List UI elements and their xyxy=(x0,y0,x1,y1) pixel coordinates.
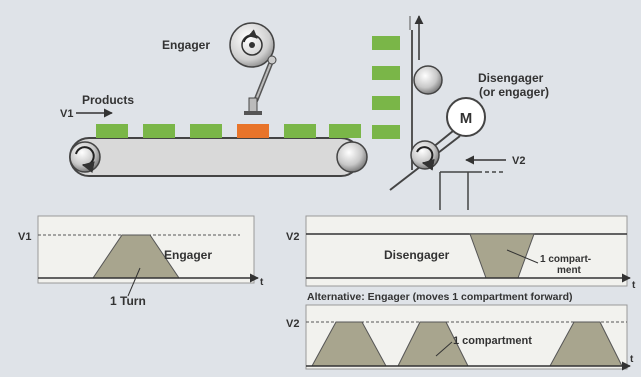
graph-engager-y-label: V1 xyxy=(18,231,31,243)
conveyor-section: V1 Products Engager xyxy=(60,22,368,177)
graph-disengager-y-label: V2 xyxy=(286,231,299,243)
graph-disengager: V2 t Disengager 1 compart- ment xyxy=(286,215,636,291)
engager-rotation-icon xyxy=(243,29,258,43)
graph-disengager-annotation-1: 1 compart- xyxy=(540,254,591,265)
product-box xyxy=(329,124,361,138)
graph-engager-annotation: 1 Turn xyxy=(110,294,146,308)
disengager-label-line1: Disengager xyxy=(478,71,544,85)
graph-alternative-pointer xyxy=(435,341,453,357)
graph-disengager-pointer xyxy=(506,249,539,264)
lower-roller xyxy=(410,140,440,170)
graph-alternative-y-label: V2 xyxy=(286,318,299,330)
graph-engager-x-label: t xyxy=(260,277,264,288)
graph-disengager-annotation-2: ment xyxy=(557,265,582,276)
graph-disengager-panel xyxy=(305,215,628,287)
belt-roller-right xyxy=(336,141,368,173)
motor-circle xyxy=(446,97,486,137)
engager-pusher-base xyxy=(244,111,262,115)
stacked-product xyxy=(372,66,400,80)
product-box xyxy=(96,124,128,138)
product-box xyxy=(143,124,175,138)
engager-joint xyxy=(267,55,277,65)
motor-label: M xyxy=(460,110,473,127)
graph-engager: V1 t Engager 1 Turn xyxy=(18,215,264,308)
upper-roller xyxy=(413,65,443,95)
disengager-label-line2: (or engager) xyxy=(479,85,549,99)
stacked-product xyxy=(372,125,400,139)
graph-engager-curve-label: Engager xyxy=(164,248,212,262)
stacked-product xyxy=(372,96,400,110)
product-box xyxy=(284,124,316,138)
engager-label: Engager xyxy=(162,38,210,52)
graph-engager-pointer xyxy=(127,267,141,297)
engager-pusher xyxy=(248,97,258,113)
product-box-engaged xyxy=(237,124,269,138)
graph-alternative-annotation: 1 compartment xyxy=(453,335,532,347)
graph-disengager-x-label: t xyxy=(632,280,636,291)
floor-step xyxy=(439,171,478,210)
conveyor-belt xyxy=(69,137,361,177)
roller-left-arrow-icon xyxy=(75,146,95,173)
graph-alternative-title: Alternative: Engager (moves 1 compartmen… xyxy=(307,291,572,303)
engager-disk-hub xyxy=(249,42,255,48)
products-label: Products xyxy=(82,93,134,107)
disengager-section: M Disengager (or engager) V2 xyxy=(372,15,549,210)
engager-arm-inner xyxy=(255,59,273,101)
product-box xyxy=(190,124,222,138)
graph-alternative-x-label: t xyxy=(630,354,634,365)
v2-label: V2 xyxy=(512,155,525,167)
lower-roller-arrow-icon xyxy=(416,146,435,171)
graph-alternative: Alternative: Engager (moves 1 compartmen… xyxy=(286,291,634,371)
graph-disengager-curve-label: Disengager xyxy=(384,248,450,262)
v1-label: V1 xyxy=(60,108,73,120)
stacked-product xyxy=(372,36,400,50)
